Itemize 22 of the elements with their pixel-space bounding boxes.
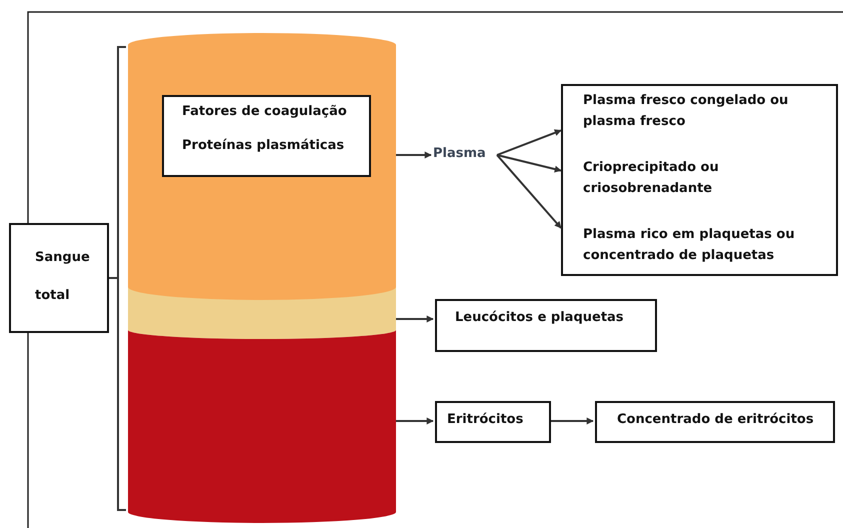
text-box: Sangue total [9,223,109,333]
outline-box [561,84,838,276]
box-line: Fatores de coagulação [182,103,348,121]
arrow [396,316,434,322]
cylinder-layer [128,330,396,523]
text-box: Leucócitos e plaquetas [435,299,657,352]
label-text: Plasma [433,145,493,165]
box-line: Proteínas plasmáticas [182,137,346,156]
arrow [496,129,562,156]
label-text: Crioprecipitado ou criosobrenadante [563,157,838,205]
arrow [496,154,562,229]
arrow [496,154,562,172]
arrow [396,418,434,424]
cylinder-layer [128,33,396,301]
label-text: Plasma fresco congelado ou plasma fresco [563,90,838,138]
text-box: Eritrócitos [435,401,551,443]
text-box: Concentrado de eritrócitos [595,401,835,443]
text-box [162,95,371,177]
band-layer [128,287,396,339]
arrow [551,418,594,424]
label-text: Plasma rico em plaquetas ou concentrado de plaquetas [563,224,838,272]
arrow [396,152,432,158]
